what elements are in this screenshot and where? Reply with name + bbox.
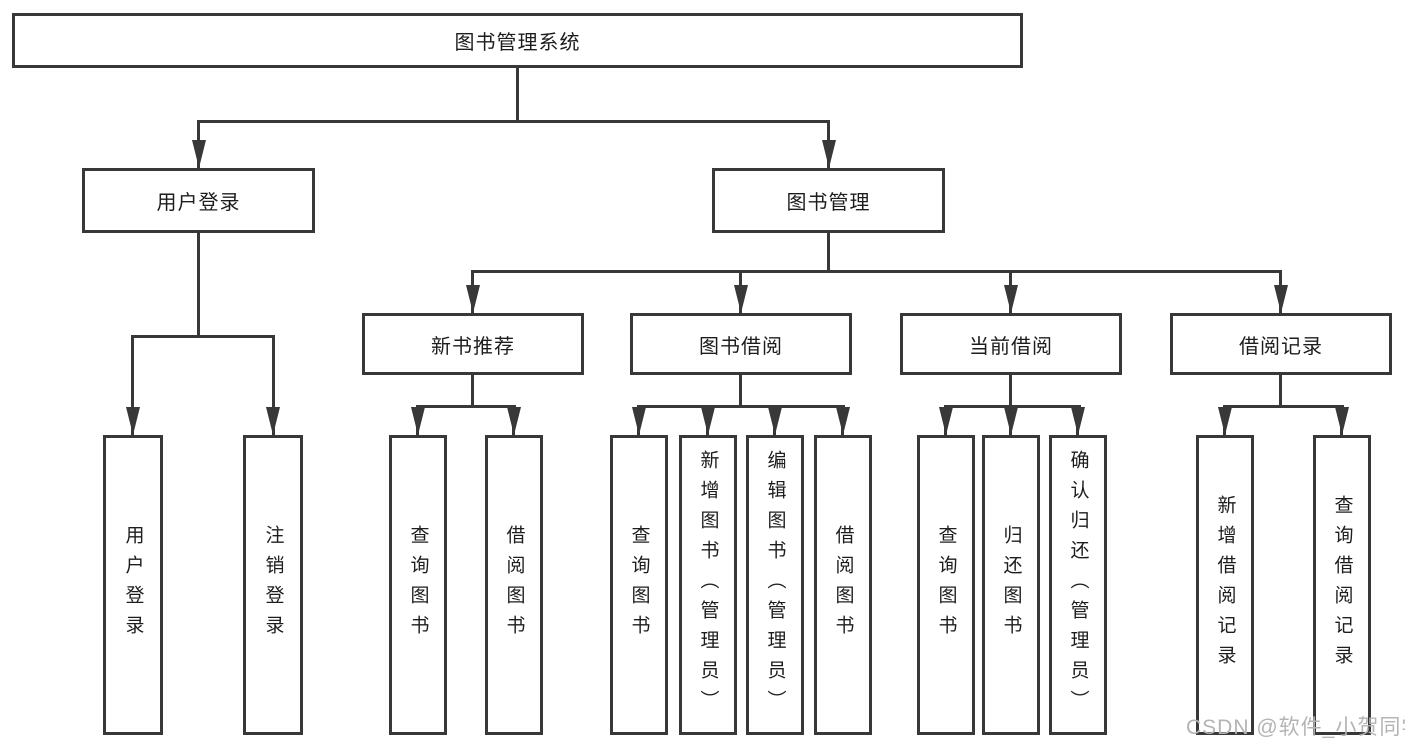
leaf-query-borrow-record-label: 查询借阅记录 <box>1331 495 1353 675</box>
node-new-book-recommend-label: 新书推荐 <box>431 335 515 358</box>
leaf-return-book: 归还图书 <box>982 435 1040 735</box>
arrow-down-icon <box>1335 407 1349 435</box>
arrow-down-icon <box>266 407 280 435</box>
leaf-current-query-book-label: 查询图书 <box>935 525 957 645</box>
csdn-watermark: CSDN @软件_小贺同学 <box>1186 716 1405 739</box>
connector-trunk <box>1009 375 1012 408</box>
arrow-down-icon <box>1274 285 1288 313</box>
leaf-borrowing-query-book-label: 查询图书 <box>628 525 650 645</box>
connector-level1-bar <box>197 120 830 123</box>
arrow-down-icon <box>126 407 140 435</box>
leaf-add-borrow-record: 新增借阅记录 <box>1196 435 1254 735</box>
arrow-down-icon <box>836 407 850 435</box>
arrow-down-icon <box>768 407 782 435</box>
node-book-borrowing: 图书借阅 <box>630 313 852 375</box>
arrow-down-icon <box>1004 407 1018 435</box>
leaf-add-book-admin-label: 新增图书（管理员） <box>697 450 719 720</box>
leaf-user-login: 用户登录 <box>103 435 163 735</box>
leaf-recommend-query-book: 查询图书 <box>389 435 447 735</box>
arrow-down-icon <box>632 407 646 435</box>
arrow-down-icon <box>411 407 425 435</box>
leaf-logout-label: 注销登录 <box>262 525 284 645</box>
connector-stem <box>272 335 275 435</box>
leaf-recommend-borrow-book-label: 借阅图书 <box>503 525 525 645</box>
leaf-return-book-label: 归还图书 <box>1000 525 1022 645</box>
node-book-management: 图书管理 <box>712 168 945 233</box>
leaf-recommend-query-book-label: 查询图书 <box>407 525 429 645</box>
leaf-borrowing-borrow-book: 借阅图书 <box>814 435 872 735</box>
connector-bar <box>1223 405 1344 408</box>
connector-trunk <box>471 375 474 408</box>
node-borrowing-records-label: 借阅记录 <box>1239 335 1323 358</box>
arrow-down-icon <box>1004 285 1018 313</box>
arrow-down-icon <box>507 407 521 435</box>
connector-bar <box>944 405 1081 408</box>
connector-trunk <box>1279 375 1282 408</box>
leaf-query-borrow-record: 查询借阅记录 <box>1313 435 1371 735</box>
node-user-login: 用户登录 <box>82 168 315 233</box>
leaf-logout: 注销登录 <box>243 435 303 735</box>
connector-trunk <box>739 375 742 408</box>
leaf-recommend-borrow-book: 借阅图书 <box>485 435 543 735</box>
connector-level3-bar <box>471 270 1282 273</box>
leaf-borrowing-query-book: 查询图书 <box>610 435 668 735</box>
arrow-down-icon <box>1218 407 1232 435</box>
arrow-down-icon <box>701 407 715 435</box>
node-book-borrowing-label: 图书借阅 <box>699 335 783 358</box>
leaf-borrowing-borrow-book-label: 借阅图书 <box>832 525 854 645</box>
arrow-down-icon <box>822 140 836 168</box>
leaf-confirm-return-admin: 确认归还（管理员） <box>1049 435 1107 735</box>
leaf-add-borrow-record-label: 新增借阅记录 <box>1214 495 1236 675</box>
leaf-edit-book-admin-label: 编辑图书（管理员） <box>764 450 786 720</box>
connector-user-login-trunk <box>197 233 200 337</box>
node-book-management-label: 图书管理 <box>786 192 871 214</box>
leaf-add-book-admin: 新增图书（管理员） <box>679 435 737 735</box>
connector-user-login-bar <box>131 335 275 338</box>
arrow-down-icon <box>939 407 953 435</box>
connector-bar <box>416 405 516 408</box>
connector-book-mgmt-trunk <box>827 233 830 272</box>
connector-stem <box>131 335 134 435</box>
node-root: 图书管理系统 <box>12 13 1023 68</box>
leaf-edit-book-admin: 编辑图书（管理员） <box>746 435 804 735</box>
connector-root-trunk <box>516 68 519 123</box>
arrow-down-icon <box>192 140 206 168</box>
connector-bar <box>637 405 845 408</box>
arrow-down-icon <box>1071 407 1085 435</box>
node-root-label: 图书管理系统 <box>454 32 581 54</box>
arrow-down-icon <box>734 285 748 313</box>
leaf-current-query-book: 查询图书 <box>917 435 975 735</box>
node-borrowing-records: 借阅记录 <box>1170 313 1392 375</box>
arrow-down-icon <box>466 285 480 313</box>
node-user-login-label: 用户登录 <box>156 192 241 214</box>
node-current-borrowing: 当前借阅 <box>900 313 1122 375</box>
node-current-borrowing-label: 当前借阅 <box>969 335 1053 358</box>
leaf-confirm-return-admin-label: 确认归还（管理员） <box>1067 450 1089 720</box>
leaf-user-login-label: 用户登录 <box>122 525 144 645</box>
node-new-book-recommend: 新书推荐 <box>362 313 584 375</box>
